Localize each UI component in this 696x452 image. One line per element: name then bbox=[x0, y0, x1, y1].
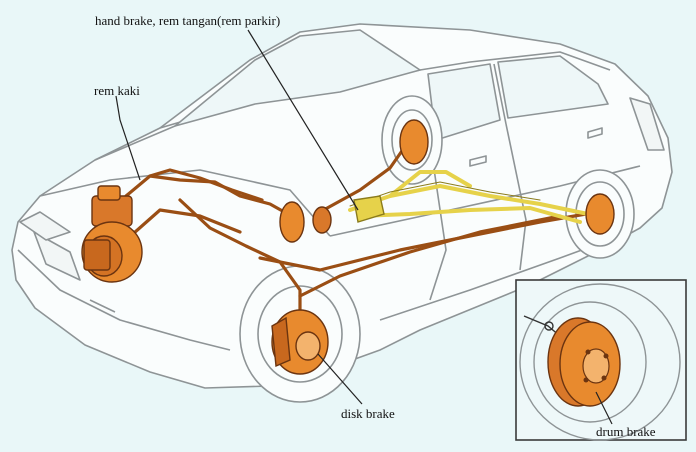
tail-light bbox=[629, 97, 665, 151]
headlight bbox=[19, 211, 71, 241]
inset-wheel-inner bbox=[533, 301, 647, 423]
brake-components bbox=[81, 119, 615, 375]
leader-drum-brake bbox=[595, 391, 613, 425]
b-pillar bbox=[493, 63, 507, 125]
leader-hand-brake bbox=[247, 29, 359, 211]
door-handle-front bbox=[469, 155, 487, 167]
rear-window bbox=[497, 55, 609, 119]
brake-reservoir bbox=[97, 185, 121, 201]
hand-brake-lever bbox=[353, 195, 385, 223]
door-handle-rear bbox=[587, 127, 603, 139]
drum-hub bbox=[582, 348, 610, 384]
door-line-front bbox=[429, 141, 447, 301]
drum-stud bbox=[585, 349, 591, 355]
drum-stud bbox=[603, 353, 609, 359]
inset-cable-end bbox=[544, 321, 554, 331]
parking-brake-cable bbox=[348, 170, 590, 224]
parking-cable-main bbox=[348, 184, 590, 216]
rear-drum-brake bbox=[585, 193, 615, 235]
hood-crease bbox=[94, 125, 176, 161]
rem-kaki-label: rem kaki bbox=[94, 83, 140, 98]
windshield bbox=[174, 29, 421, 127]
door-line-rear bbox=[505, 123, 527, 271]
brake-line-upper bbox=[148, 168, 264, 202]
hand-brake-label: hand brake, rem tangan(rem parkir) bbox=[95, 13, 281, 28]
brake-lines bbox=[124, 146, 588, 322]
leader-disk-brake bbox=[317, 353, 363, 405]
brake-line-to-front-right bbox=[318, 146, 406, 214]
drum-stud bbox=[601, 375, 607, 381]
junction-block bbox=[312, 206, 332, 234]
grille bbox=[33, 231, 81, 281]
pedal-assembly bbox=[279, 201, 305, 243]
brake-line-rear bbox=[298, 214, 562, 298]
brake-line-cross bbox=[124, 208, 242, 242]
leader-rem-kaki bbox=[115, 95, 141, 181]
brake-line-long bbox=[258, 212, 588, 272]
disk-brake-label: disk brake bbox=[341, 406, 395, 421]
parking-cable-lower bbox=[358, 206, 582, 224]
parking-cable-branch bbox=[388, 170, 472, 198]
leader-lines bbox=[115, 29, 613, 425]
disk-brake-caliper bbox=[271, 316, 291, 368]
disk-brake-hub bbox=[295, 331, 321, 361]
drum-brake-inset bbox=[515, 279, 687, 441]
front-right-brake bbox=[399, 119, 429, 165]
hood-line bbox=[39, 169, 331, 237]
front-bumper bbox=[17, 249, 231, 351]
abs-unit bbox=[83, 239, 111, 271]
inset-wheel-outer bbox=[519, 283, 681, 441]
drum-stud bbox=[583, 377, 589, 383]
drum-brake-label: drum brake bbox=[596, 424, 656, 439]
fog-light bbox=[89, 299, 116, 313]
